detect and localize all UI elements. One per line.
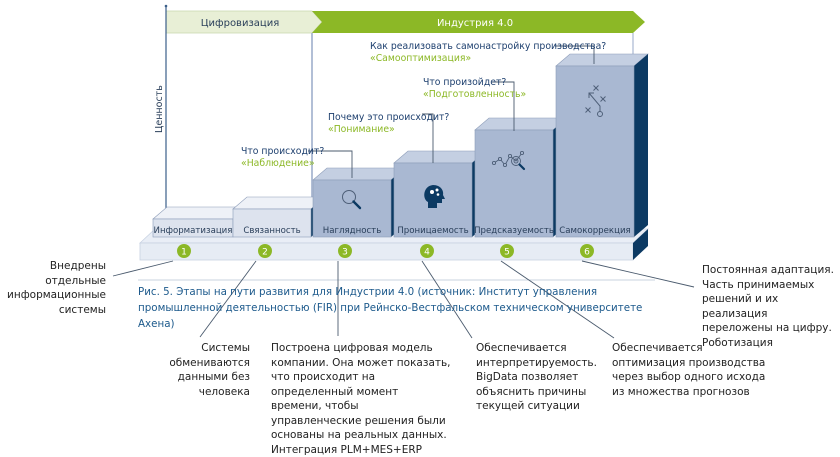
phase-band-industry40: Индустрия 4.0 — [312, 11, 645, 33]
note-stage-5: Обеспечивается оптимизация производства … — [612, 342, 766, 398]
question-leaders — [308, 45, 595, 178]
answer-6: «Самооптимизация» — [370, 53, 471, 64]
answer-4: «Понимание» — [328, 124, 395, 135]
svg-text:4: 4 — [424, 248, 430, 258]
phase-industry40-label: Индустрия 4.0 — [437, 18, 513, 29]
strategy-icon — [585, 85, 606, 117]
svg-text:2: 2 — [262, 248, 268, 258]
phase-band-digitalization: Цифровизация — [165, 10, 323, 34]
stage-label-4: Проницаемость — [397, 226, 468, 236]
note-stage-1: Внедрены отдельные информационные систем… — [7, 260, 106, 316]
box-front — [312, 179, 392, 238]
stage-number-badge-3: 3 — [338, 244, 352, 258]
magnifier-icon — [342, 190, 362, 210]
stage-box-6: Самокоррекция — [555, 53, 649, 238]
stage-box-4: Проницаемость — [393, 150, 487, 238]
box-top — [393, 150, 487, 164]
answer-5: «Подготовленность» — [423, 89, 526, 100]
answer-3: «Наблюдение» — [241, 158, 315, 169]
stage-number-badge-2: 2 — [258, 244, 272, 258]
stage-number-badge-5: 5 — [500, 244, 514, 258]
question-6: Как реализовать самонастройку производст… — [370, 41, 606, 52]
phase-digitalization-label: Цифровизация — [201, 18, 279, 29]
svg-text:5: 5 — [504, 248, 510, 258]
stage-label-2: Связанность — [243, 226, 300, 236]
analytics-icon — [491, 150, 526, 171]
stage-questions: Что происходит? «Наблюдение» Почему это … — [241, 41, 606, 169]
note-stage-2: Системы обмениваются данными без человек… — [169, 342, 250, 398]
box-top — [312, 167, 406, 181]
head-brain-icon — [424, 185, 445, 208]
stage-box-5: Предсказуемость — [474, 117, 568, 238]
figure-caption: Рис. 5. Этапы на пути развития для Индус… — [138, 286, 643, 330]
box-top — [474, 117, 568, 131]
note-stage-4: Обеспечивается интерпретируемость. BigDa… — [476, 342, 597, 412]
box-side — [634, 54, 648, 237]
stage-number-badge-1: 1 — [177, 244, 191, 258]
stage-box-2: Связанность — [232, 196, 326, 238]
stage-label-3: Наглядность — [323, 226, 382, 236]
box-front — [232, 208, 312, 238]
question-4: Почему это происходит? — [328, 112, 449, 123]
box-top — [232, 196, 326, 210]
note-stage-6: Постоянная адаптация. Часть принимаемых … — [702, 264, 834, 349]
svg-text:3: 3 — [342, 248, 348, 258]
svg-text:6: 6 — [584, 248, 590, 258]
stage-label-5: Предсказуемость — [474, 226, 554, 236]
industry40-diagram: Цифровизация Индустрия 4.0 Ценность Инфо… — [112, 4, 695, 339]
svg-text:1: 1 — [181, 248, 187, 258]
question-5: Что произойдет? — [423, 77, 506, 88]
y-axis-arrow — [164, 4, 168, 8]
box-top — [555, 53, 649, 67]
box-front — [474, 129, 554, 238]
stage-box-3: Наглядность — [312, 167, 406, 238]
stage-number-badge-4: 4 — [420, 244, 434, 258]
y-axis-label: Ценность — [154, 85, 165, 133]
stage-number-badge-6: 6 — [580, 244, 594, 258]
note-stage-3: Построена цифровая модель компании. Она … — [271, 342, 451, 456]
stage-label-6: Самокоррекция — [559, 226, 630, 236]
box-front — [555, 65, 635, 238]
question-3: Что происходит? — [241, 146, 324, 157]
note-leaders — [112, 260, 695, 339]
stage-label-1: Информатизация — [154, 226, 233, 236]
